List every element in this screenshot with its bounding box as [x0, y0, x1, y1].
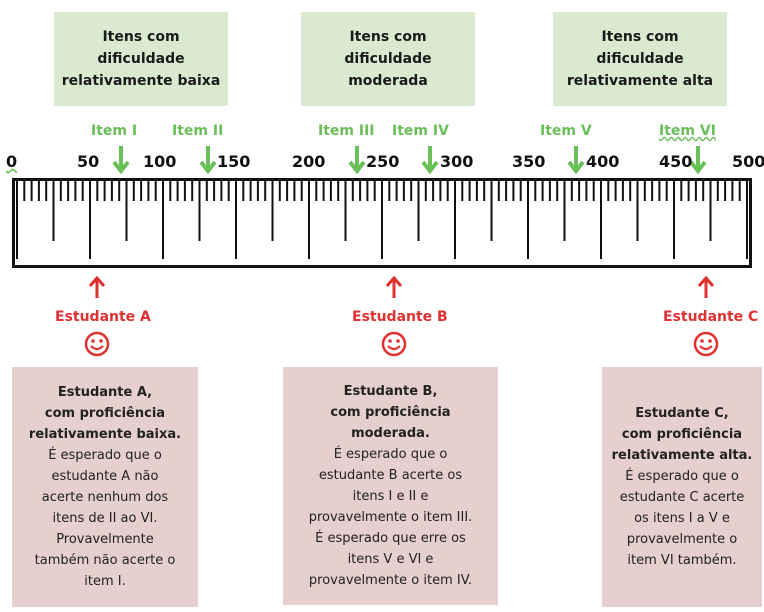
- scale-label-300: 300: [440, 152, 474, 171]
- down-arrow-icon-item-6: [689, 146, 707, 174]
- item-label-3: Item III: [318, 123, 375, 139]
- down-arrow-icon-item-4: [421, 146, 439, 174]
- scale-label-450: 450: [659, 152, 693, 171]
- student-b-description-box: Estudante B, com proficiência moderada. …: [283, 367, 498, 605]
- scale-label-150: 150: [217, 152, 251, 171]
- smiley-icon-student-c: [693, 331, 719, 357]
- item-label-6: Item VI: [659, 123, 716, 139]
- student-c-description-box: Estudante C, com proficiência relativame…: [602, 367, 762, 607]
- student-c-title: Estudante C, com proficiência relativame…: [611, 406, 753, 463]
- scale-label-100: 100: [143, 152, 177, 171]
- student-c-text: É esperado que o estudante C acerte os i…: [619, 469, 745, 568]
- item-label-4: Item IV: [392, 123, 449, 139]
- student-a-description-box: Estudante A, com proficiência relativame…: [12, 367, 198, 607]
- scale-label-50: 50: [77, 152, 100, 171]
- student-b-title: Estudante B, com proficiência moderada.: [330, 384, 451, 441]
- student-a-title: Estudante A, com proficiência relativame…: [28, 385, 182, 442]
- down-arrow-icon-item-3: [348, 146, 366, 174]
- up-arrow-icon-student-a: [88, 276, 106, 298]
- student-b-text: É esperado que o estudante B acerte os i…: [308, 447, 473, 588]
- item-label-2: Item II: [172, 123, 224, 139]
- up-arrow-icon-student-c: [697, 276, 715, 298]
- scale-label-200: 200: [292, 152, 326, 171]
- difficulty-box-low: Itens com dificuldade relativamente baix…: [54, 12, 228, 106]
- student-label-b: Estudante B: [352, 309, 448, 325]
- item-label-5: Item V: [540, 123, 592, 139]
- down-arrow-icon-item-5: [567, 146, 585, 174]
- smiley-icon-student-a: [84, 331, 110, 357]
- item-label-1: Item I: [91, 123, 138, 139]
- up-arrow-icon-student-b: [385, 276, 403, 298]
- proficiency-ruler: [12, 178, 752, 268]
- down-arrow-icon-item-2: [199, 146, 217, 174]
- difficulty-box-moderate: Itens com dificuldade moderada: [301, 12, 475, 106]
- scale-label-500: 500: [732, 152, 764, 171]
- scale-label-350: 350: [512, 152, 546, 171]
- student-label-a: Estudante A: [55, 309, 151, 325]
- scale-label-250: 250: [366, 152, 400, 171]
- down-arrow-icon-item-1: [112, 146, 130, 174]
- scale-label-400: 400: [586, 152, 620, 171]
- smiley-icon-student-b: [381, 331, 407, 357]
- difficulty-box-high: Itens com dificuldade relativamente alta: [553, 12, 727, 106]
- student-label-c: Estudante C: [663, 309, 759, 325]
- scale-label-0: 0: [6, 152, 18, 171]
- student-a-text: É esperado que o estudante A não acerte …: [34, 448, 176, 589]
